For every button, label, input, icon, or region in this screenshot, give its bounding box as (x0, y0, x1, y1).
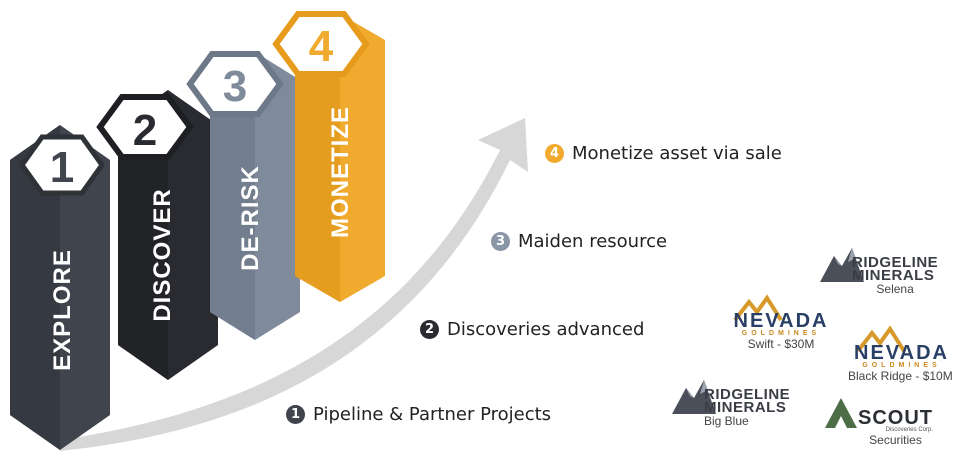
nevada-mountain-icon (733, 294, 783, 322)
logo-caption-securities: Securities (869, 433, 922, 447)
ridgeline-wordmark-line1: RIDGELINE (852, 254, 939, 271)
nevada-black-ridge-logo: NEVADA GOLDMINES Black Ridge - $10M (848, 344, 955, 383)
step-4-number: 4 (309, 22, 334, 71)
nevada-mountain-icon (856, 325, 906, 353)
logo-caption-big-blue: Big Blue (704, 414, 749, 428)
step-2-number: 2 (133, 106, 157, 155)
goldmines-wordmark: GOLDMINES (862, 362, 941, 369)
logo-caption-selena: Selena (876, 282, 914, 296)
scout-wordmark: SCOUT (858, 407, 933, 429)
scout-securities-logo: SCOUT Discoveries Corp. Securities (858, 407, 933, 447)
step-3-hexagon (186, 51, 284, 117)
ridgeline-wordmark-line2: MINERALS (852, 267, 935, 284)
scout-subtitle: Discoveries Corp. (885, 427, 933, 433)
ridgeline-mountain-icon (820, 248, 864, 282)
goldmines-wordmark: GOLDMINES (741, 330, 821, 337)
step-3-label: DE-RISK (237, 165, 264, 271)
step-2-hexagon (96, 94, 194, 160)
nevada-wordmark: NEVADA (854, 344, 949, 364)
logo-caption-black-ridge: Black Ridge - $10M (848, 369, 953, 383)
step-4-column (272, 11, 385, 302)
ridgeline-wordmark-line2: MINERALS (704, 399, 787, 416)
ridgeline-wordmark-line1: RIDGELINE (704, 386, 791, 403)
ridgeline-mountain-icon (672, 380, 716, 414)
step-3-column (186, 51, 300, 340)
logo-caption-swift: Swift - $30M (747, 337, 815, 351)
nevada-wordmark: NEVADA (733, 310, 829, 332)
step-1-hexagon (18, 134, 106, 196)
stage-2-text: Discoveries advanced (447, 319, 645, 340)
stage-item-2: 2 Discoveries advanced (420, 319, 644, 340)
growth-arrow (60, 118, 528, 451)
stage-3-text: Maiden resource (518, 231, 668, 252)
stage-3-badge: 3 (491, 232, 510, 251)
step-4-label: MONETIZE (327, 106, 354, 238)
stage-2-badge: 2 (420, 320, 439, 339)
ridgeline-selena-logo: RIDGELINE MINERALS Selena (852, 254, 939, 296)
ridgeline-big-blue-logo: RIDGELINE MINERALS Big Blue (704, 386, 791, 428)
step-1-column (10, 125, 110, 450)
stage-4-text: Monetize asset via sale (572, 143, 782, 164)
step-4-hexagon (272, 11, 370, 77)
step-1-label: EXPLORE (49, 249, 76, 371)
stage-1-badge: 1 (286, 405, 305, 424)
step-3-number: 3 (223, 62, 247, 111)
step-1-number: 1 (50, 143, 74, 192)
scout-triangle-icon (825, 398, 857, 428)
step-2-label: DISCOVER (149, 188, 176, 321)
stage-item-3: 3 Maiden resource (491, 231, 667, 252)
stage-item-4: 4 Monetize asset via sale (545, 143, 782, 164)
stage-4-badge: 4 (545, 144, 564, 163)
step-2-column (96, 90, 218, 380)
stage-1-text: Pipeline & Partner Projects (313, 404, 552, 425)
nevada-swift-logo: NEVADA GOLDMINES Swift - $30M (727, 310, 835, 351)
stage-item-1: 1 Pipeline & Partner Projects (286, 404, 551, 425)
